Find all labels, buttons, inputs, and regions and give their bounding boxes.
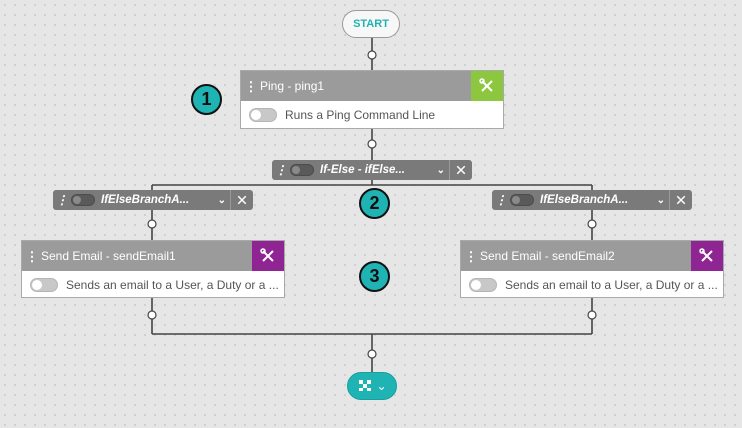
branch-left-label: IfElseBranchA...	[101, 194, 190, 206]
start-node[interactable]: START	[342, 10, 400, 38]
send-email-2-title: Send Email - sendEmail2	[480, 249, 615, 263]
drag-handle-icon[interactable]: ⋮	[495, 193, 507, 207]
wrench-tools-icon[interactable]	[669, 190, 692, 210]
drag-handle-icon[interactable]: ⋮	[464, 248, 478, 264]
ifelse-enable-toggle[interactable]	[290, 164, 314, 176]
send-email-1-description: Sends an email to a User, a Duty or a ..…	[66, 277, 279, 292]
send-email-card-2[interactable]: ⋮ Send Email - sendEmail2 Sends an email…	[460, 240, 724, 298]
connector-port	[587, 310, 597, 320]
send-email-2-header[interactable]: ⋮ Send Email - sendEmail2	[461, 241, 723, 271]
wrench-tools-icon[interactable]	[691, 241, 723, 271]
ifelse-node[interactable]: ⋮ If-Else - ifElse... ⌄	[272, 160, 472, 180]
step-marker-1: 1	[191, 84, 222, 115]
ifelse-branch-left[interactable]: ⋮ IfElseBranchA... ⌄	[53, 190, 253, 210]
wrench-tools-icon[interactable]	[252, 241, 284, 271]
ping-card-title: Ping - ping1	[260, 79, 325, 93]
connector-port	[147, 219, 157, 229]
ifelse-branch-right[interactable]: ⋮ IfElseBranchA... ⌄	[492, 190, 692, 210]
connector-port	[367, 50, 377, 60]
ping-card-header[interactable]: ⋮ Ping - ping1	[241, 71, 503, 101]
wrench-tools-icon[interactable]	[449, 160, 472, 180]
ping-activity-card[interactable]: ⋮ Ping - ping1 Runs a Ping Command Line	[240, 70, 504, 129]
send-email-2-description: Sends an email to a User, a Duty or a ..…	[505, 277, 718, 292]
drag-handle-icon[interactable]: ⋮	[56, 193, 68, 207]
end-flag-button[interactable]: ⌄	[347, 372, 397, 400]
branch-left-toggle[interactable]	[71, 194, 95, 206]
connector-port	[367, 349, 377, 359]
send-email-card-1[interactable]: ⋮ Send Email - sendEmail1 Sends an email…	[21, 240, 285, 298]
ping-enable-toggle[interactable]	[249, 107, 277, 122]
drag-handle-icon[interactable]: ⋮	[275, 163, 287, 177]
drag-handle-icon[interactable]: ⋮	[25, 248, 39, 264]
drag-handle-icon[interactable]: ⋮	[244, 78, 258, 94]
step-marker-3: 3	[359, 261, 390, 292]
step-marker-2: 2	[359, 188, 390, 219]
chevron-down-icon[interactable]: ⌄	[656, 194, 665, 206]
chevron-down-icon[interactable]: ⌄	[436, 164, 445, 176]
send-email-2-toggle[interactable]	[469, 277, 497, 292]
chevron-down-icon: ⌄	[376, 379, 387, 393]
send-email-1-toggle[interactable]	[30, 277, 58, 292]
chevron-down-icon[interactable]: ⌄	[217, 194, 226, 206]
connector-port	[147, 310, 157, 320]
ifelse-label: If-Else - ifElse...	[320, 164, 405, 176]
wrench-tools-icon[interactable]	[471, 71, 503, 101]
branch-right-label: IfElseBranchA...	[540, 194, 629, 206]
send-email-1-header[interactable]: ⋮ Send Email - sendEmail1	[22, 241, 284, 271]
ping-card-description: Runs a Ping Command Line	[285, 107, 436, 122]
send-email-1-title: Send Email - sendEmail1	[41, 249, 176, 263]
wrench-tools-icon[interactable]	[230, 190, 253, 210]
flag-icon	[357, 378, 373, 395]
connector-port	[367, 139, 377, 149]
connector-port	[587, 219, 597, 229]
branch-right-toggle[interactable]	[510, 194, 534, 206]
